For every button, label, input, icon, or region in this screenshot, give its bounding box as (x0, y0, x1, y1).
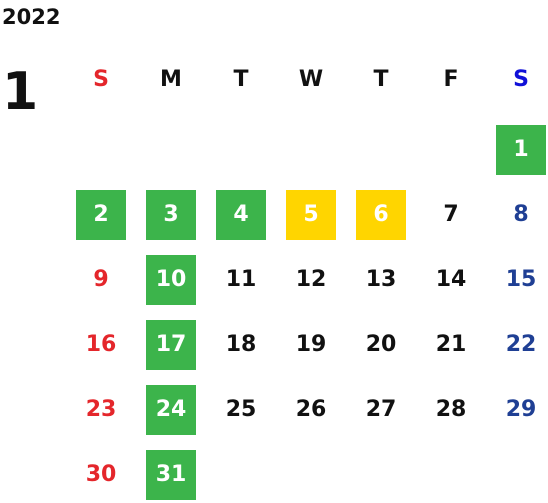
day-cell-3[interactable]: 3 (146, 190, 196, 240)
weekday-thu: T (373, 67, 389, 92)
day-cell-15[interactable]: 15 (505, 267, 537, 292)
day-cell-20[interactable]: 20 (365, 332, 397, 357)
day-cell-23[interactable]: 23 (85, 397, 117, 422)
weekday-fri: F (443, 67, 459, 92)
day-cell-19[interactable]: 19 (295, 332, 327, 357)
day-cell-17[interactable]: 17 (146, 320, 196, 370)
day-cell-16[interactable]: 16 (85, 332, 117, 357)
weekday-mon: M (160, 67, 182, 92)
day-cell-1[interactable]: 1 (496, 125, 546, 175)
day-cell-5[interactable]: 5 (286, 190, 336, 240)
day-cell-24[interactable]: 24 (146, 385, 196, 435)
day-cell-14[interactable]: 14 (435, 267, 467, 292)
day-cell-2[interactable]: 2 (76, 190, 126, 240)
day-cell-29[interactable]: 29 (505, 397, 537, 422)
day-cell-4[interactable]: 4 (216, 190, 266, 240)
day-cell-28[interactable]: 28 (435, 397, 467, 422)
day-cell-6[interactable]: 6 (356, 190, 406, 240)
day-cell-22[interactable]: 22 (505, 332, 537, 357)
calendar-month: 1 (2, 62, 39, 122)
calendar-year: 2022 (2, 5, 61, 29)
weekday-sat: S (513, 67, 529, 92)
day-cell-25[interactable]: 25 (225, 397, 257, 422)
day-cell-30[interactable]: 30 (85, 462, 117, 487)
day-cell-26[interactable]: 26 (295, 397, 327, 422)
weekday-sun: S (93, 67, 109, 92)
day-cell-11[interactable]: 11 (225, 267, 257, 292)
day-cell-9[interactable]: 9 (93, 267, 109, 292)
weekday-tue: T (233, 67, 249, 92)
day-cell-21[interactable]: 21 (435, 332, 467, 357)
day-cell-10[interactable]: 10 (146, 255, 196, 305)
day-cell-13[interactable]: 13 (365, 267, 397, 292)
day-cell-12[interactable]: 12 (295, 267, 327, 292)
day-cell-7[interactable]: 7 (443, 202, 459, 227)
weekday-wed: W (298, 67, 324, 92)
day-cell-31[interactable]: 31 (146, 450, 196, 500)
day-cell-8[interactable]: 8 (513, 202, 529, 227)
day-cell-27[interactable]: 27 (365, 397, 397, 422)
day-cell-18[interactable]: 18 (225, 332, 257, 357)
